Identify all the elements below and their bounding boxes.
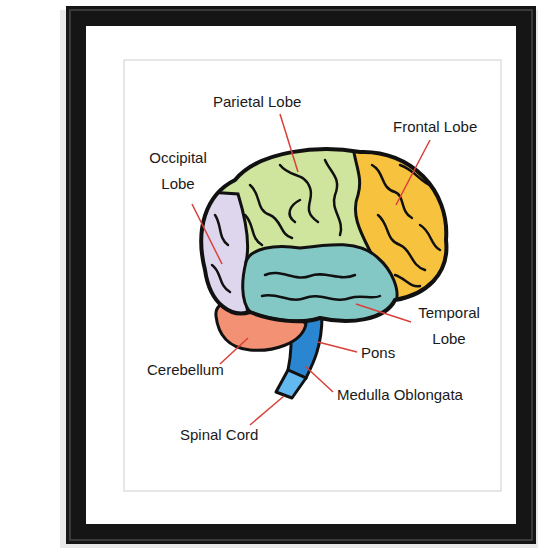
frame-shadow: [60, 10, 538, 548]
leader-line: [192, 204, 222, 264]
leader-line: [280, 114, 298, 172]
leader-line: [220, 338, 248, 364]
part-label: Pons: [361, 344, 395, 362]
occipital-fill: [180, 190, 250, 330]
mat-opening: [124, 60, 501, 491]
brain-outline: [201, 149, 446, 321]
leader-line: [356, 304, 411, 322]
frame-bevel: [70, 10, 532, 540]
medulla-spinal-shape: [276, 370, 306, 398]
part-label: Occipital Lobe: [136, 145, 220, 197]
part-label: Medulla Oblongata: [337, 386, 463, 404]
part-label: Cerebellum: [147, 361, 224, 379]
part-label: Frontal Lobe: [393, 118, 477, 136]
leader-line: [396, 140, 430, 205]
mat: [86, 26, 516, 524]
leader-line: [318, 342, 357, 352]
picture-frame: [66, 6, 536, 544]
part-label: Parietal Lobe: [213, 93, 301, 111]
leader-line: [305, 366, 333, 392]
leader-lines: [192, 114, 430, 425]
gyri-lines: [212, 160, 440, 300]
part-label: Spinal Cord: [180, 426, 258, 444]
leader-line: [250, 396, 284, 425]
part-label: Temporal Lobe: [408, 300, 490, 352]
